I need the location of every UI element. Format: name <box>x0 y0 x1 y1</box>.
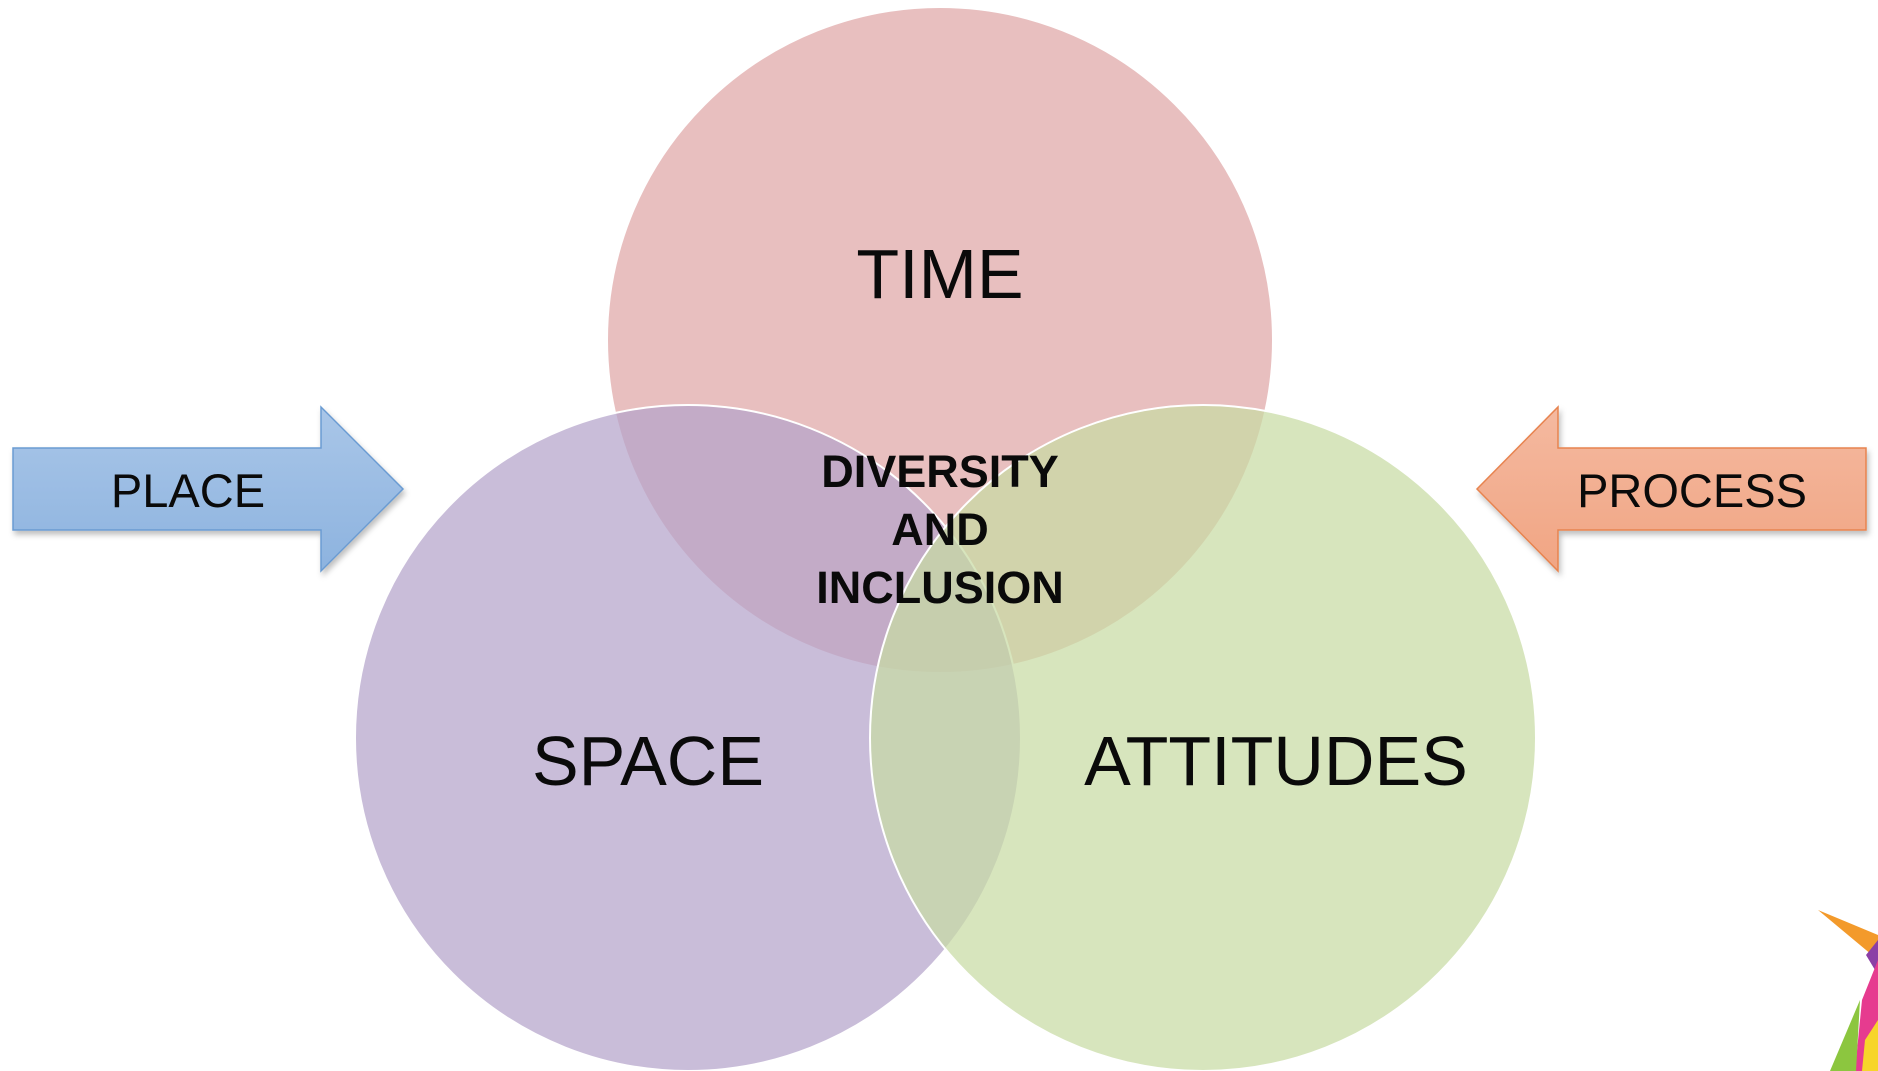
time-label: TIME <box>856 235 1023 313</box>
place-arrow-shape <box>12 405 405 573</box>
center-label-line-3: INCLUSION <box>816 562 1064 613</box>
process-label: PROCESS <box>1577 464 1807 517</box>
process-arrow-shape <box>1475 405 1867 573</box>
attitudes-label: ATTITUDES <box>1084 722 1468 800</box>
corner-decoration-icon <box>1818 910 1878 1071</box>
attitudes-circle <box>869 404 1537 1071</box>
process-arrow <box>1475 405 1867 573</box>
center-label-line-1: DIVERSITY <box>821 446 1059 497</box>
center-label: DIVERSITY AND INCLUSION <box>816 446 1064 613</box>
center-label-line-2: AND <box>891 504 989 555</box>
place-label: PLACE <box>111 464 265 517</box>
circles-group <box>354 6 1537 1071</box>
space-label: SPACE <box>532 722 764 800</box>
place-arrow <box>12 405 405 573</box>
